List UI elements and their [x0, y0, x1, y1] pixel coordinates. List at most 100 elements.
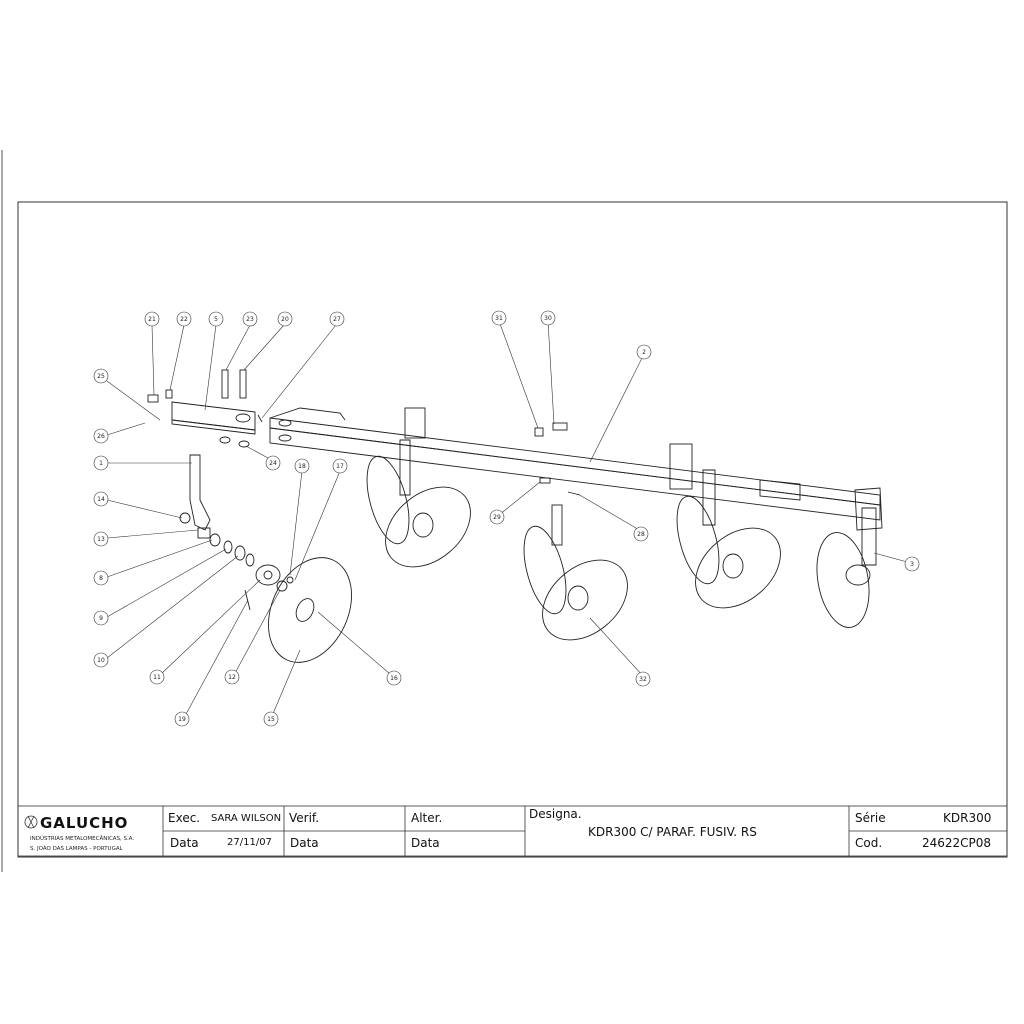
leader-17 [294, 470, 341, 581]
disc-a-back [366, 455, 410, 545]
balloon-30: 30 [540, 310, 556, 326]
balloon-label: 15 [267, 716, 275, 723]
leader-28 [577, 493, 642, 532]
balloon-label: 23 [246, 316, 254, 323]
leader-19 [184, 599, 249, 717]
disc-d [816, 532, 870, 628]
drawing-border [17, 201, 1008, 858]
leader-27 [261, 324, 337, 419]
balloon-label: 24 [269, 460, 277, 467]
bearing-9 [223, 540, 233, 554]
bolt-21 [147, 394, 159, 403]
disc-c-back [676, 495, 720, 585]
balloon-label: 10 [97, 657, 105, 664]
balloon-label: 31 [495, 315, 503, 322]
balloon-8: 8 [93, 570, 109, 586]
bush [219, 436, 231, 444]
balloon-label: 17 [336, 463, 344, 470]
balloon-label: 9 [99, 615, 103, 622]
balloon-label: 30 [544, 315, 552, 322]
balloon-19: 19 [174, 711, 190, 727]
bolt-19 [244, 589, 251, 611]
beam-clamp [759, 479, 801, 501]
hub-d [845, 564, 871, 586]
leader-32 [589, 617, 645, 678]
balloon-20: 20 [277, 311, 293, 327]
balloon-label: 29 [493, 514, 501, 521]
leader-22 [169, 324, 185, 391]
balloon-label: 13 [97, 536, 105, 543]
sleeve-13 [197, 527, 211, 539]
disc-a [385, 486, 471, 568]
main-beam-side [269, 427, 881, 521]
hitch-bar-side [171, 419, 256, 435]
balloon-5: 5 [208, 311, 224, 327]
balloon-label: 11 [153, 674, 161, 681]
pin-23 [221, 369, 229, 399]
balloon-label: 22 [180, 316, 188, 323]
leader-14 [106, 499, 183, 519]
company-line2: S. JOÃO DAS LAMPAS - PORTUGAL [30, 846, 123, 852]
disc-a-center [412, 512, 434, 538]
balloon-18: 18 [294, 458, 310, 474]
balloon-21: 21 [144, 311, 160, 327]
leader-15 [271, 649, 301, 717]
balloon-label: 16 [390, 675, 398, 682]
balloon-label: 3 [910, 561, 914, 568]
standard-3 [861, 507, 877, 566]
balloon-25: 25 [93, 368, 109, 384]
balloon-3: 3 [904, 556, 920, 572]
leader-29 [498, 481, 541, 516]
verif-label: Verif. [289, 811, 320, 825]
balloon-label: 12 [228, 674, 236, 681]
bolt-31 [534, 427, 544, 437]
part-30 [552, 422, 568, 431]
beam-hole [278, 419, 292, 427]
serie-label: Série [855, 811, 886, 825]
balloon-15: 15 [263, 711, 279, 727]
balloon-label: 32 [639, 676, 647, 683]
balloon-label: 2 [642, 349, 646, 356]
main-beam-top [269, 417, 881, 506]
leader-26 [106, 422, 146, 436]
clamp-plate-a [404, 407, 426, 439]
cod-value: 24622CP08 [922, 836, 992, 850]
assembly-geometry [147, 369, 883, 663]
balloons: 21 22 5 23 20 27 25 26 24 1 14 13 8 9 10… [93, 310, 920, 727]
leader-23 [225, 324, 251, 371]
balloon-11: 11 [149, 669, 165, 685]
leader-3 [873, 552, 912, 564]
leader-2 [589, 353, 645, 463]
balloon-label: 28 [637, 531, 645, 538]
balloon-label: 26 [97, 433, 105, 440]
verif-data-label: Data [290, 836, 319, 850]
balloon-24: 24 [265, 455, 281, 471]
exec-label: Exec. [168, 811, 201, 825]
pin-20 [239, 369, 247, 399]
title-block-frame [17, 805, 1008, 857]
balloon-10: 10 [93, 652, 109, 668]
alter-label: Alter. [411, 811, 443, 825]
beam-end-plate [269, 407, 346, 421]
balloon-23: 23 [242, 311, 258, 327]
ring [245, 553, 255, 567]
balloon-label: 19 [178, 716, 186, 723]
balloon-26: 26 [93, 428, 109, 444]
balloon-label: 25 [97, 373, 105, 380]
hub-bore [263, 570, 273, 580]
balloon-31: 31 [491, 310, 507, 326]
leader-20 [243, 324, 285, 371]
arm-1 [189, 454, 211, 531]
cod-label: Cod. [855, 836, 883, 850]
disc-15 [268, 557, 352, 663]
nut-12 [276, 580, 288, 592]
balloon-27: 27 [329, 311, 345, 327]
serie-value: KDR300 [943, 811, 992, 825]
designa-label: Designa. [529, 807, 582, 821]
company-name: GALUCHO [40, 814, 129, 832]
balloon-label: 18 [298, 463, 306, 470]
standard-b [551, 504, 563, 546]
leader-9 [106, 548, 227, 618]
